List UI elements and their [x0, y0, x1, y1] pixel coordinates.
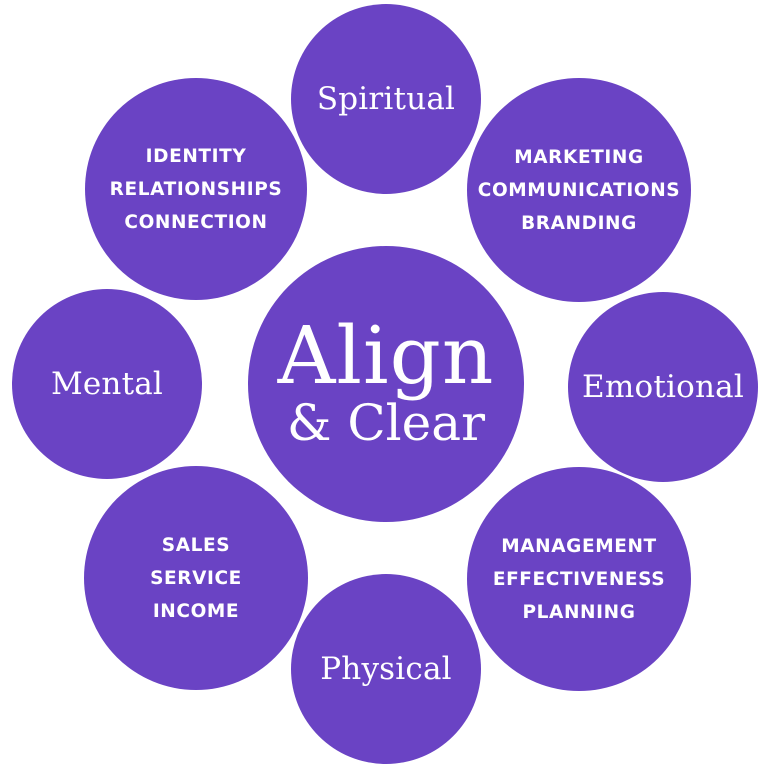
planning-line: PLANNING	[522, 601, 636, 623]
relationships-line: RELATIONSHIPS	[109, 178, 283, 200]
spiritual-circle: Spiritual	[291, 4, 481, 194]
emotional-circle: Emotional	[568, 292, 758, 482]
physical-label: Physical	[320, 651, 452, 687]
physical-circle: Physical	[291, 574, 481, 764]
income-line: INCOME	[152, 600, 240, 622]
branding-line: BRANDING	[521, 212, 637, 234]
center-subtitle: & Clear	[287, 394, 485, 452]
marketing-line: MARKETING	[514, 146, 644, 168]
center-circle: Align & Clear	[248, 246, 524, 522]
mental-label: Mental	[50, 366, 164, 402]
sales-circle: SALES SERVICE INCOME	[84, 466, 308, 690]
connection-line: CONNECTION	[124, 211, 268, 233]
sales-line: SALES	[161, 534, 231, 556]
management-circle: MANAGEMENT EFFECTIVENESS PLANNING	[467, 467, 691, 691]
marketing-circle: MARKETING COMMUNICATIONS BRANDING	[467, 78, 691, 302]
mental-circle: Mental	[12, 289, 202, 479]
center-title: Align	[277, 309, 495, 402]
communications-line: COMMUNICATIONS	[477, 179, 681, 201]
management-line: MANAGEMENT	[501, 535, 657, 557]
spiritual-label: Spiritual	[316, 81, 456, 117]
identity-circle: IDENTITY RELATIONSHIPS CONNECTION	[85, 78, 307, 300]
effectiveness-line: EFFECTIVENESS	[492, 568, 666, 590]
service-line: SERVICE	[150, 567, 242, 589]
identity-line: IDENTITY	[145, 145, 247, 167]
emotional-label: Emotional	[582, 369, 744, 405]
